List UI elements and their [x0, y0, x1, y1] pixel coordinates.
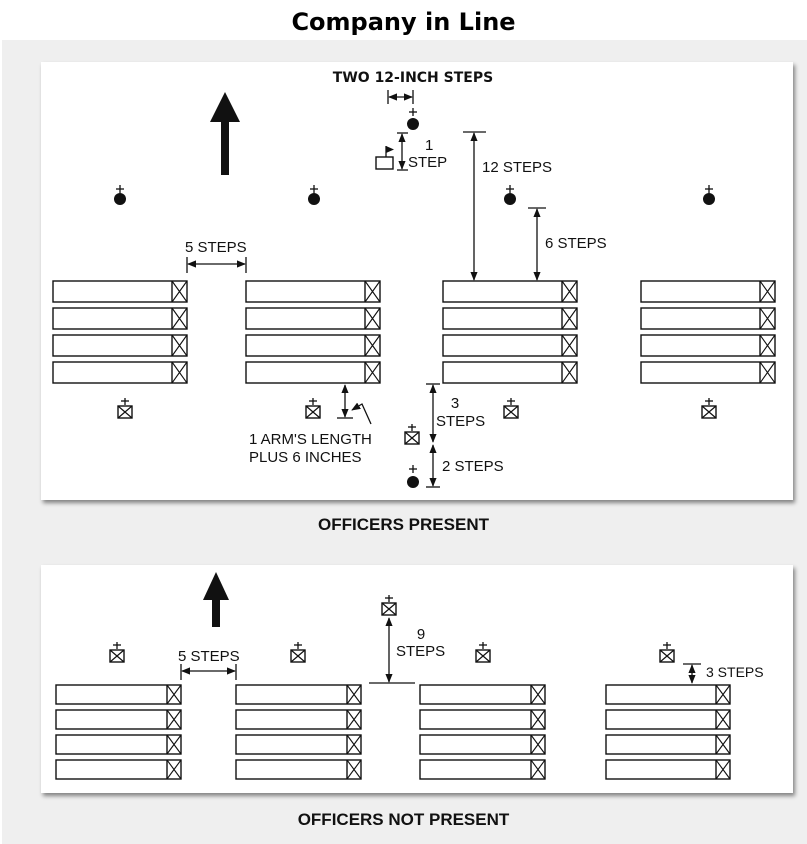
guide-marker: [703, 185, 715, 205]
squad-row: [235, 759, 362, 780]
arm-length-label-line1: 1 ARM'S LENGTH: [249, 431, 372, 448]
platoon-leader-icon: [503, 398, 519, 419]
one-label: 1: [425, 137, 433, 154]
guide-marker: [308, 185, 320, 205]
squad-row: [55, 759, 182, 780]
platoon-sergeant-icon: [659, 642, 675, 663]
page-title: Company in Line: [291, 8, 516, 36]
squad-row: [419, 709, 546, 730]
direction-arrow-icon: [203, 572, 229, 627]
squad-row: [55, 734, 182, 755]
platoon-1: [52, 280, 188, 384]
first-sergeant-marker: [407, 465, 419, 488]
two-steps-bottom-label: 2 STEPS: [442, 458, 504, 475]
platoon-leader-icon: [305, 398, 321, 419]
platoon-sergeant-icon: [290, 642, 306, 663]
platoon-leader-icon: [701, 398, 717, 419]
squad-row: [52, 361, 188, 384]
five-steps-label: 5 STEPS: [185, 239, 247, 256]
steps-label: STEPS: [436, 413, 485, 430]
officers-not-present-panel: 5 STEPS 9 STEPS 3 STEPS: [41, 565, 793, 793]
squad-row: [442, 361, 578, 384]
platoon-leader-markers: [117, 398, 717, 445]
platoon-sergeant-icon: [475, 642, 491, 663]
guidon-icon: [375, 146, 394, 170]
squad-row: [52, 334, 188, 357]
three-label: 3: [451, 395, 459, 412]
first-sergeant-icon: [381, 595, 397, 616]
platoon-3: [419, 684, 546, 780]
executive-officer-icon: [404, 424, 420, 445]
steps-label: STEPS: [396, 643, 445, 660]
officers-not-present-caption: OFFICERS NOT PRESENT: [297, 810, 510, 829]
squad-row: [245, 280, 381, 303]
officers-present-diagram: TWO 12-INCH STEPS 1 STEP 12 STEPS 6 STEP…: [52, 70, 776, 488]
nine-label: 9: [417, 626, 425, 643]
squad-row: [55, 709, 182, 730]
squad-row: [442, 307, 578, 330]
squad-row: [235, 734, 362, 755]
squad-row: [442, 280, 578, 303]
squad-row: [245, 334, 381, 357]
arm-length-label-line2: PLUS 6 INCHES: [249, 449, 362, 466]
twelve-steps-label: 12 STEPS: [482, 159, 552, 176]
squad-row: [442, 334, 578, 357]
guide-markers: [114, 185, 715, 205]
squad-row: [52, 307, 188, 330]
squad-row: [419, 684, 546, 705]
two-steps-label: TWO 12-INCH STEPS: [333, 70, 493, 86]
squad-row: [55, 684, 182, 705]
squad-row: [245, 307, 381, 330]
platoon-2: [235, 684, 362, 780]
three-steps-label: 3 STEPS: [706, 664, 764, 680]
squad-row: [419, 759, 546, 780]
squad-row: [605, 759, 731, 780]
platoon-3: [442, 280, 578, 384]
squad-row: [640, 361, 776, 384]
squad-row: [52, 280, 188, 303]
step-label: STEP: [408, 154, 447, 171]
company-commander-marker: [407, 108, 419, 130]
squad-row: [235, 709, 362, 730]
dimension-lines: [180, 617, 701, 684]
dimension-lines: [186, 90, 546, 488]
squad-row: [640, 280, 776, 303]
platoon-4: [605, 684, 731, 780]
squad-row: [640, 334, 776, 357]
squad-row: [245, 361, 381, 384]
six-steps-label: 6 STEPS: [545, 235, 607, 252]
platoon-2: [245, 280, 381, 384]
officers-present-panel: TWO 12-INCH STEPS 1 STEP 12 STEPS 6 STEP…: [41, 62, 793, 500]
direction-arrow-icon: [210, 92, 240, 175]
platoon-4: [640, 280, 776, 384]
squad-row: [605, 684, 731, 705]
platoon-1: [55, 684, 182, 780]
squad-row: [235, 684, 362, 705]
officers-not-present-diagram: 5 STEPS 9 STEPS 3 STEPS: [55, 572, 764, 780]
squad-row: [419, 734, 546, 755]
platoon-sergeant-icon: [109, 642, 125, 663]
five-steps-label: 5 STEPS: [178, 648, 240, 665]
squad-row: [605, 709, 731, 730]
squad-row: [640, 307, 776, 330]
platoon-leader-icon: [117, 398, 133, 419]
guide-marker: [114, 185, 126, 205]
officers-present-caption: OFFICERS PRESENT: [318, 515, 489, 534]
platoon-sergeant-markers: [109, 595, 675, 663]
squad-row: [605, 734, 731, 755]
guide-marker: [504, 185, 516, 205]
